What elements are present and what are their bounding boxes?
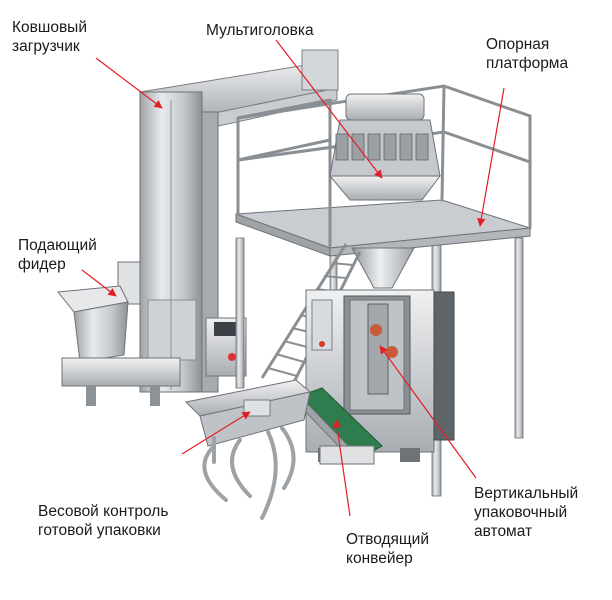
guard-rails (236, 84, 532, 248)
arrow-multihead (275, 39, 383, 179)
label-multihead: Мультиголовка (206, 22, 314, 39)
checkweigher (184, 379, 312, 520)
arrow-vffs (379, 345, 477, 479)
label-platform: Опорная платформа (486, 36, 569, 72)
label-vffs: Вертикальный упаковочный автомат (474, 485, 579, 540)
label-checkweigher: Весовой контроль готовой упаковки (38, 503, 169, 539)
arrow-output-conveyor (332, 419, 351, 517)
label-output-conveyor: Отводящий конвейер (346, 531, 430, 567)
arrow-feeder (81, 269, 117, 297)
vertical-packing-machine (305, 289, 455, 462)
label-feeder: Подающий фидер (18, 237, 97, 273)
callout-arrows (81, 39, 505, 517)
discharge-funnel (351, 247, 415, 289)
arrow-checkweigher (181, 411, 251, 455)
arrow-platform (477, 87, 505, 227)
label-bucket-elevator: Ковшовый загрузчик (12, 19, 87, 55)
multihead-weigher (328, 93, 441, 201)
arrow-bucket-elevator (95, 57, 163, 109)
